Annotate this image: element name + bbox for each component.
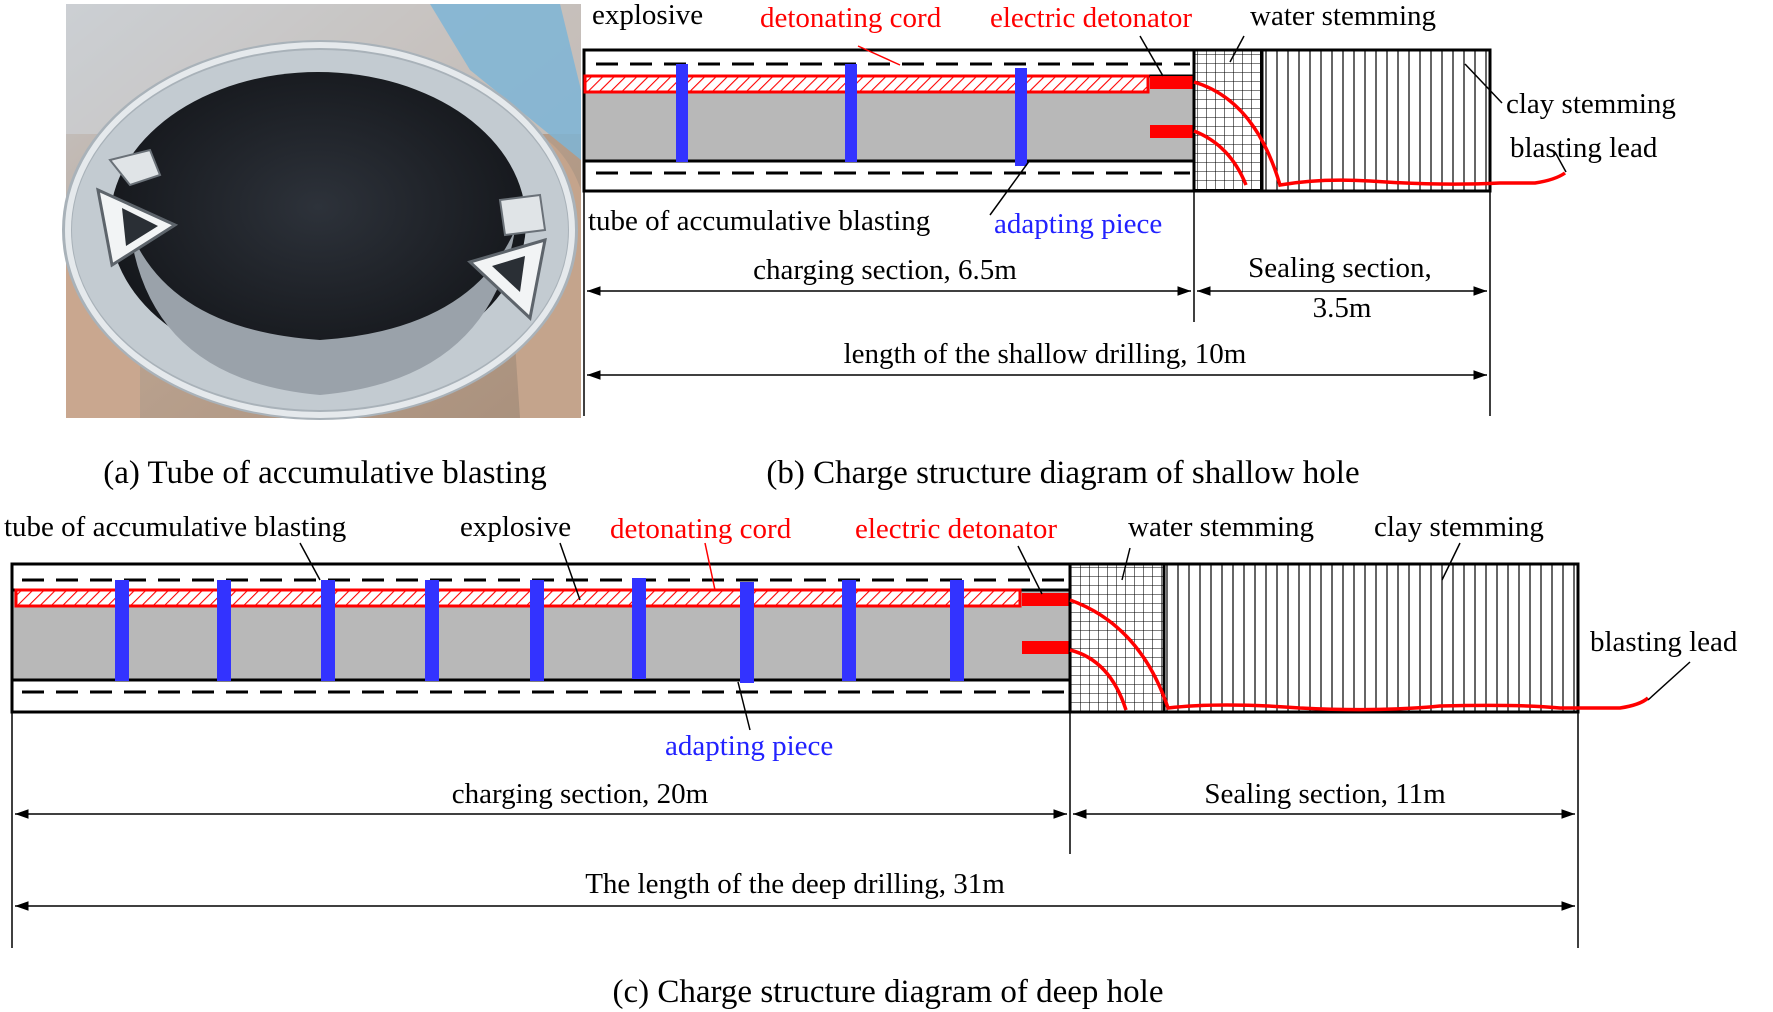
deep-adapting-piece	[842, 580, 856, 681]
shallow-label-tube: tube of accumulative blasting	[588, 205, 930, 237]
shallow-dim-sealing-value: 3.5m	[1313, 292, 1372, 324]
deep-label-adapting-piece: adapting piece	[665, 730, 833, 762]
caption-a: (a) Tube of accumulative blasting	[103, 455, 547, 491]
shallow-label-blasting-lead: blasting lead	[1510, 132, 1658, 164]
shallow-label-clay-stemming: clay stemming	[1506, 88, 1676, 120]
shallow-adapting-piece	[845, 64, 857, 162]
deep-leader-lead	[1647, 661, 1691, 701]
deep-leader-tube	[299, 542, 321, 581]
deep-lead-wire	[1069, 648, 1128, 711]
deep-adapting-piece	[321, 580, 335, 681]
shallow-label-explosive: explosive	[592, 0, 703, 31]
deep-clay-stemming	[1162, 562, 1580, 714]
deep-leader-clay	[1441, 542, 1461, 581]
caption-c: (c) Charge structure diagram of deep hol…	[613, 974, 1164, 1010]
shallow-dim-total-label: length of the shallow drilling, 10m	[844, 338, 1247, 370]
deep-blasting-lead	[1069, 598, 1650, 712]
deep-detonating-cord	[14, 588, 1022, 608]
shallow-label-water-stemming: water stemming	[1250, 0, 1436, 32]
caption-b: (b) Charge structure diagram of shallow …	[766, 455, 1359, 491]
shallow-detonator	[1150, 76, 1194, 89]
deep-dim-total-label: The length of the deep drilling, 31m	[585, 868, 1005, 900]
panel-b-diagram: explosive detonating cord electric deton…	[582, 0, 1676, 416]
deep-leader-adapting	[737, 681, 751, 731]
shallow-leader-lead	[1554, 151, 1567, 173]
shallow-blasting-lead	[1193, 80, 1567, 187]
panel-a-photo	[62, 4, 581, 420]
deep-label-tube: tube of accumulative blasting	[4, 511, 346, 543]
deep-label-electric-detonator: electric detonator	[855, 513, 1057, 545]
shallow-detonator	[1150, 125, 1194, 138]
shallow-dim-charging-label: charging section, 6.5m	[753, 254, 1017, 286]
deep-leader-explosive	[559, 542, 581, 601]
deep-adapting-piece	[217, 580, 231, 681]
deep-label-detonating-cord: detonating cord	[610, 513, 792, 545]
deep-dim-charging-label: charging section, 20m	[452, 778, 709, 810]
deep-leader-cord	[704, 542, 716, 591]
deep-label-water-stemming: water stemming	[1128, 511, 1314, 543]
shallow-label-detonating-cord: detonating cord	[760, 2, 942, 34]
shallow-leader-detonator	[1139, 35, 1164, 77]
deep-leader-detonator	[1017, 545, 1043, 595]
shallow-leader-adapting	[989, 159, 1031, 216]
deep-adapting-piece	[950, 580, 964, 681]
deep-label-blasting-lead: blasting lead	[1590, 626, 1738, 658]
shallow-lead-wire	[1193, 129, 1248, 186]
deep-adapting-piece	[740, 582, 754, 683]
deep-leader-water	[1121, 547, 1131, 581]
deep-dim-sealing-label: Sealing section, 11m	[1204, 778, 1446, 810]
shallow-leader-clay	[1464, 63, 1503, 104]
panel-c-diagram: tube of accumulative blasting explosive …	[4, 511, 1738, 948]
shallow-leader-water	[1229, 35, 1245, 63]
deep-detonator	[1022, 641, 1070, 654]
deep-adapting-piece	[632, 578, 646, 679]
shallow-adapting-piece	[676, 64, 688, 162]
deep-adapting-piece	[425, 580, 439, 681]
deep-detonator	[1022, 593, 1070, 606]
shallow-label-adapting-piece: adapting piece	[994, 208, 1162, 240]
deep-adapting-piece	[115, 580, 129, 681]
deep-label-clay-stemming: clay stemming	[1374, 511, 1544, 543]
shallow-label-electric-detonator: electric detonator	[990, 2, 1192, 34]
shallow-leader-cord	[857, 45, 901, 66]
shallow-dim-sealing-label: Sealing section,	[1248, 252, 1432, 284]
deep-label-explosive: explosive	[460, 511, 571, 543]
deep-adapting-piece	[530, 580, 544, 681]
shallow-clay-stemming	[1260, 48, 1492, 193]
shallow-adapting-piece	[1015, 68, 1027, 166]
shallow-detonating-cord	[583, 74, 1150, 94]
shallow-water-stemming	[1192, 48, 1264, 193]
